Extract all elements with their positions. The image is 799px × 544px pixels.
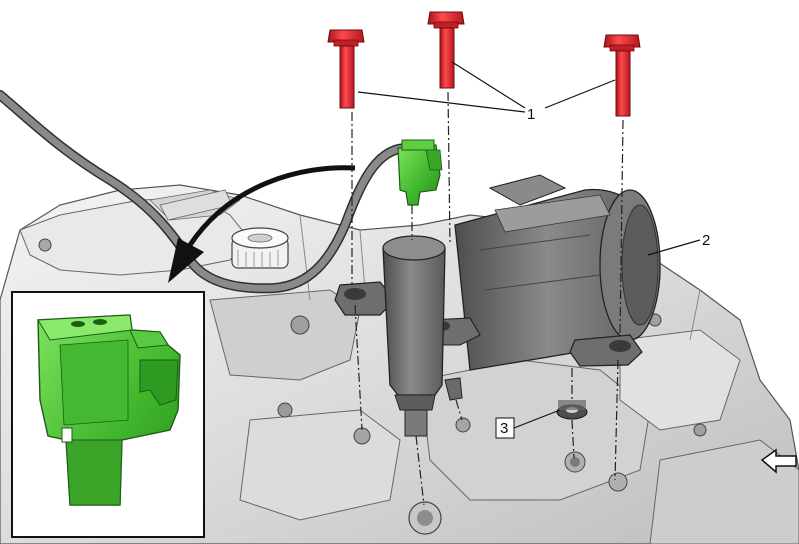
connector-detail-inset <box>11 291 205 538</box>
washer <box>556 400 588 420</box>
callout-1: 1 <box>357 61 616 123</box>
bolt-right <box>603 34 641 117</box>
alignment-lines <box>351 91 624 506</box>
curved-arrow-icon <box>168 165 356 283</box>
connector-detail <box>37 314 181 506</box>
callout-3: 3 <box>495 409 561 439</box>
shift-motor <box>334 174 661 437</box>
bolt-left <box>327 29 365 109</box>
label-plate <box>159 189 233 221</box>
callout-2: 2 <box>647 232 710 256</box>
callout-label-motor: 2 <box>702 232 710 249</box>
filler-cap <box>231 227 289 269</box>
wiring-harness <box>0 90 410 294</box>
bolt-middle <box>427 11 465 89</box>
callout-label-washer: 3 <box>500 420 508 437</box>
connector <box>397 139 443 206</box>
callout-label-bolts: 1 <box>527 106 535 123</box>
hollow-arrow-icon <box>760 448 797 474</box>
